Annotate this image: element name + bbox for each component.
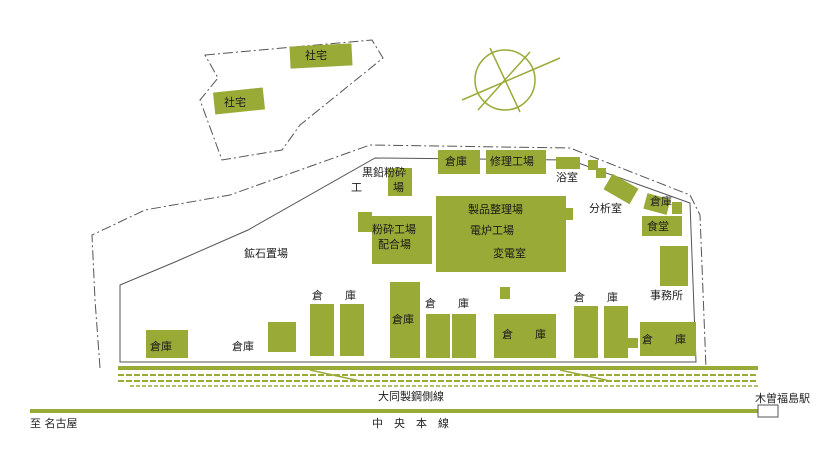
small-block-1	[588, 160, 598, 170]
warehouse-g	[146, 330, 188, 358]
graphite-crush-label: 黒鉛粉砕	[362, 166, 406, 179]
warehouse-a-label: 倉 庫	[312, 289, 356, 302]
cafeteria-label: 食堂	[647, 220, 669, 233]
bath-label: 浴室	[556, 171, 578, 184]
cafeteria-building	[642, 216, 682, 236]
small-block-6	[500, 287, 510, 299]
warehouse-f	[640, 322, 696, 356]
daido-siding-label: 大同製鋼側線	[378, 390, 444, 403]
housing-top-label: 社宅	[305, 49, 327, 62]
furnace-building	[436, 196, 566, 272]
warehouse-e-2	[604, 306, 628, 358]
compass-rose-icon	[461, 47, 561, 113]
small-block-5	[358, 212, 372, 232]
warehouse-c-2	[452, 314, 476, 358]
graphite-crush-building	[388, 168, 412, 196]
warehouse-c-1	[426, 314, 450, 358]
warehouse-b-label: 倉庫	[392, 313, 414, 326]
warehouse-c-label: 倉 庫	[425, 297, 469, 310]
warehouse-f-label: 倉 庫	[642, 333, 686, 346]
small-block-4	[565, 208, 573, 220]
warehouse-d	[494, 314, 556, 358]
small-block-2	[596, 168, 606, 178]
warehouse-right-label: 倉庫	[650, 195, 672, 208]
warehouse-top-label: 倉庫	[445, 155, 467, 168]
warehouse-h	[268, 322, 296, 352]
warehouse-top-building	[438, 150, 480, 174]
rail-sidings	[118, 366, 758, 387]
analysis-building	[603, 173, 639, 205]
graphite-crush-label-2: 工	[351, 181, 362, 194]
housing-top-building	[289, 43, 353, 69]
repair-shop-building	[486, 150, 546, 174]
office-building	[660, 246, 688, 286]
chuo-line-label: 中 央 本 線	[372, 417, 449, 430]
repair-shop-label: 修理工場	[490, 155, 534, 168]
bath-building	[556, 157, 580, 169]
buildings	[146, 43, 696, 358]
product-finishing-label: 製品整理場	[468, 203, 523, 216]
warehouse-e-1	[574, 306, 598, 358]
small-block-7	[628, 338, 638, 348]
warehouse-b	[390, 282, 420, 358]
housing-left-building	[212, 87, 266, 115]
housing-left-label: 社宅	[224, 96, 246, 109]
graphite-crush-label-3: 場	[393, 181, 404, 194]
ore-yard-label: 鉱石置場	[244, 247, 288, 260]
analysis-label: 分析室	[589, 202, 622, 215]
crush-shop-label: 粉砕工場	[372, 223, 416, 236]
warehouse-a-2	[340, 304, 364, 356]
substation-label: 変電室	[493, 247, 526, 260]
housing-boundary	[199, 39, 384, 161]
to-nagoya-label: 至 名古屋	[30, 417, 78, 430]
electric-furnace-label: 電炉工場	[470, 224, 514, 237]
warehouse-right-building	[643, 193, 671, 215]
warehouse-h-label: 倉庫	[232, 340, 254, 353]
chuo-main-line	[30, 404, 779, 418]
warehouse-a-1	[310, 304, 334, 356]
kiso-fukushima-label: 木曽福島駅	[755, 392, 810, 405]
small-block-3	[672, 202, 682, 214]
inner-boundary	[119, 157, 697, 363]
warehouse-g-label: 倉庫	[150, 340, 172, 353]
office-label: 事務所	[650, 289, 683, 302]
crush-mixing-building	[372, 216, 432, 264]
warehouse-d-label: 倉 庫	[502, 328, 546, 341]
mixing-label: 配合場	[378, 238, 411, 251]
warehouse-e-label: 倉 庫	[574, 291, 618, 304]
